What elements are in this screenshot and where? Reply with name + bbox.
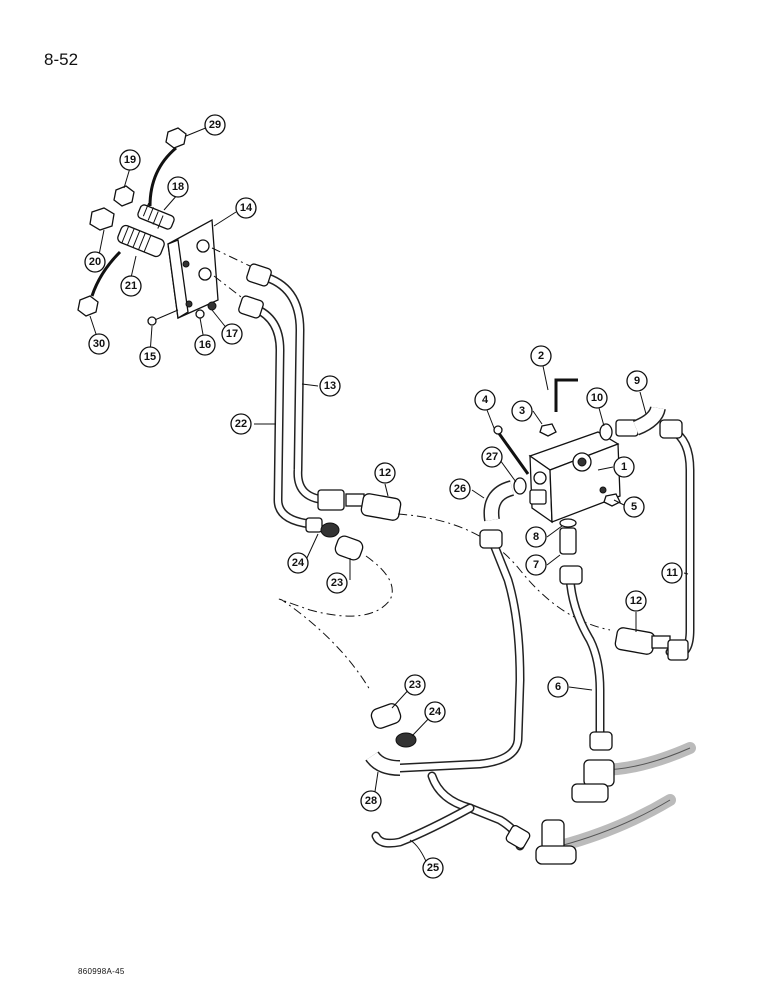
elbow-26 (483, 480, 515, 522)
callout-22: 22 (230, 413, 252, 435)
callout-23-upper: 23 (326, 572, 348, 594)
callout-26: 26 (449, 478, 471, 500)
svg-text:8: 8 (533, 531, 539, 543)
svg-text:2: 2 (538, 350, 544, 362)
tube-28 (365, 529, 525, 776)
tube-6 (559, 565, 613, 751)
coupling-12-lower (614, 627, 689, 661)
callouts: 1 2 3 4 5 6 7 8 9 10 11 12 12 13 14 15 1… (84, 114, 683, 879)
callout-10: 10 (586, 387, 608, 409)
callout-24-upper: 24 (287, 552, 309, 574)
callout-3: 3 (511, 400, 533, 422)
callout-21: 21 (120, 275, 142, 297)
svg-text:12: 12 (630, 595, 642, 607)
elbow-9 (615, 405, 666, 437)
tractor-couplers (535, 742, 696, 865)
callout-23-lower: 23 (404, 674, 426, 696)
dust-cap-24-lower (395, 732, 417, 748)
callout-15: 15 (139, 346, 161, 368)
svg-text:14: 14 (240, 202, 253, 214)
valve-block-1 (528, 431, 621, 524)
svg-text:18: 18 (172, 181, 184, 193)
svg-text:28: 28 (365, 795, 377, 807)
callout-14: 14 (235, 197, 257, 219)
figure-code: 860998A-45 (78, 967, 125, 976)
svg-text:11: 11 (666, 567, 678, 579)
dust-cap-23-lower (370, 703, 402, 729)
svg-text:5: 5 (631, 501, 637, 513)
bulkhead-plate-assembly (77, 127, 251, 326)
svg-text:30: 30 (93, 338, 105, 350)
callout-28: 28 (360, 790, 382, 812)
adapter-7 (559, 527, 577, 555)
svg-text:21: 21 (125, 280, 137, 292)
callout-6: 6 (547, 676, 569, 698)
svg-text:13: 13 (324, 380, 336, 392)
callout-4: 4 (474, 389, 496, 411)
fitting-18 (137, 203, 175, 230)
svg-text:27: 27 (486, 451, 498, 463)
callout-16: 16 (194, 334, 216, 356)
callout-27: 27 (481, 446, 503, 468)
svg-text:7: 7 (533, 559, 539, 571)
callout-2: 2 (530, 345, 552, 367)
callout-11: 11 (661, 562, 683, 584)
svg-text:22: 22 (235, 418, 247, 430)
callout-24-lower: 24 (424, 701, 446, 723)
svg-text:26: 26 (454, 483, 466, 495)
svg-text:16: 16 (199, 339, 211, 351)
callout-19: 19 (119, 149, 141, 171)
callout-12-lower: 12 (625, 590, 647, 612)
callout-5: 5 (623, 496, 645, 518)
callout-12-upper: 12 (374, 462, 396, 484)
tube-22 (238, 295, 315, 529)
callout-7: 7 (525, 554, 547, 576)
svg-text:6: 6 (555, 681, 561, 693)
coupling-12-upper (317, 489, 402, 521)
allen-key-2 (554, 378, 578, 412)
svg-text:24: 24 (292, 557, 305, 569)
svg-text:23: 23 (331, 577, 343, 589)
callout-8: 8 (525, 526, 547, 548)
svg-text:17: 17 (226, 328, 238, 340)
tube-25 (371, 771, 531, 851)
svg-text:12: 12 (379, 467, 391, 479)
tube-13 (246, 263, 335, 505)
fitting-21 (117, 224, 165, 258)
dust-cap-23-upper (334, 535, 364, 561)
callout-25: 25 (422, 857, 444, 879)
callout-9: 9 (626, 370, 648, 392)
callout-29: 29 (204, 114, 226, 136)
svg-text:1: 1 (621, 461, 627, 473)
callout-20: 20 (84, 251, 106, 273)
svg-text:24: 24 (429, 706, 442, 718)
tube-11 (659, 419, 695, 659)
svg-text:4: 4 (482, 394, 489, 406)
page-number: 8-52 (44, 50, 79, 69)
callout-17: 17 (221, 323, 243, 345)
callout-1: 1 (613, 456, 635, 478)
svg-text:9: 9 (634, 375, 640, 387)
svg-text:15: 15 (144, 351, 156, 363)
svg-text:3: 3 (519, 405, 525, 417)
svg-text:23: 23 (409, 679, 421, 691)
svg-text:29: 29 (209, 119, 221, 131)
callout-30: 30 (88, 333, 110, 355)
svg-text:25: 25 (427, 862, 439, 874)
svg-text:10: 10 (591, 392, 603, 404)
svg-text:19: 19 (124, 154, 136, 166)
callout-18: 18 (167, 176, 189, 198)
svg-text:20: 20 (89, 256, 101, 268)
callout-13: 13 (319, 375, 341, 397)
dust-cap-24-upper (305, 517, 340, 538)
